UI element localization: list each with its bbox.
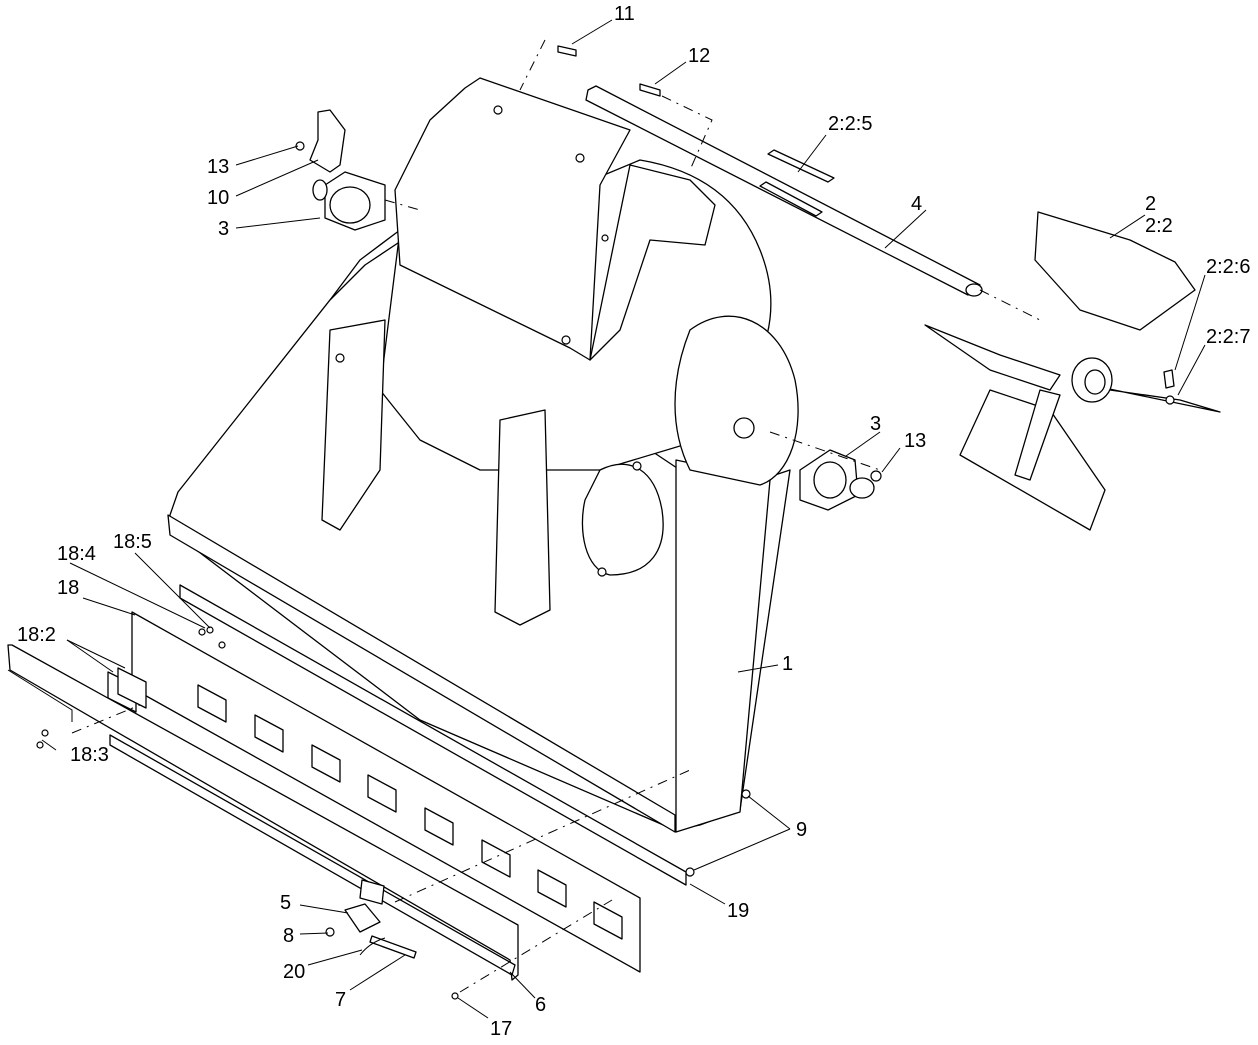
cover-bolt-2 (575, 153, 585, 163)
impeller-hub-arm (1014, 389, 1061, 481)
impeller-blade-left (924, 324, 1061, 391)
callout-4: 4 (911, 193, 922, 215)
pad-7 (537, 869, 567, 908)
hatch-bolt-top (632, 461, 642, 471)
callout-10: 10 (207, 187, 229, 209)
callout-3-left: 3 (218, 218, 229, 240)
leader-lines (41, 19, 1206, 1019)
callout-11: 11 (614, 3, 635, 25)
callout-1: 1 (782, 653, 793, 675)
top-cover-panel (394, 77, 631, 361)
right-bearing-group (769, 431, 882, 511)
callout-13-right: 13 (904, 430, 926, 452)
pad-5 (424, 807, 454, 846)
clip-20 (359, 937, 386, 956)
callout-2: 2 (1145, 193, 1156, 215)
side-bolt (335, 353, 345, 363)
callout-5: 5 (280, 892, 291, 914)
callout-19: 19 (727, 900, 749, 922)
callout-12: 12 (688, 45, 710, 67)
bearing-3-right-shaft (849, 477, 875, 499)
wear-strip-19 (179, 584, 751, 886)
shim-18-2b (117, 667, 147, 709)
housing-left-leg (321, 319, 386, 531)
pad-6 (481, 839, 511, 878)
rod-7 (369, 935, 417, 959)
pad-1 (197, 684, 227, 723)
housing (167, 159, 799, 833)
set-screw-2-2-6 (1163, 369, 1175, 389)
nut-13-right (870, 470, 882, 482)
nut-9-a (685, 867, 695, 877)
impeller-2 (924, 211, 1221, 531)
bolt-18-3-a (41, 729, 49, 737)
inspection-hatch (581, 463, 664, 576)
pad-3 (311, 744, 341, 783)
callout-18-2: 18:2 (17, 624, 56, 646)
bolt-17 (451, 992, 459, 1000)
drum-end-cap (674, 315, 799, 486)
callout-17: 17 (490, 1018, 512, 1040)
shaft-end (965, 283, 983, 297)
callout-labels: 11 12 2:2:5 13 10 3 4 2 2:2 2:2:6 2:2:7 … (17, 3, 1250, 1040)
callout-8: 8 (283, 925, 294, 947)
callout-2-2-5: 2:2:5 (828, 113, 872, 135)
pad-4 (367, 774, 397, 813)
top-cover-side (589, 164, 716, 361)
callout-13-left: 13 (207, 156, 229, 178)
callout-3-right: 3 (870, 413, 881, 435)
cover-bolt-3 (601, 234, 609, 242)
pin-8 (325, 927, 335, 937)
cover-bolt-4 (561, 335, 571, 345)
nut-18-5 (206, 626, 214, 634)
callout-2-2-7: 2:2:7 (1206, 326, 1250, 348)
hinge-5-upper (359, 879, 385, 905)
bolt-11 (557, 45, 577, 57)
nut-2-2-7 (1165, 395, 1175, 405)
callout-20: 20 (283, 961, 305, 983)
bearing-3-left-shaft (312, 179, 328, 201)
callout-18: 18 (57, 577, 79, 599)
top-bolts (519, 39, 713, 171)
bolt-18-3-b (36, 741, 44, 749)
housing-center-leg (494, 409, 551, 626)
impeller-blade-top (1034, 211, 1196, 331)
bolt-18-4 (198, 628, 206, 636)
pad-8 (593, 901, 623, 940)
nut-18-5b (218, 641, 226, 649)
callout-6: 6 (535, 994, 546, 1016)
callout-18-4: 18:4 (57, 543, 96, 565)
callout-2-2: 2:2 (1145, 215, 1173, 237)
bearing-3-left-bore (329, 186, 371, 224)
nut-13-left (295, 141, 305, 151)
shaft-assembly (585, 85, 1041, 321)
hinge-5 (344, 903, 381, 933)
cover-bolt-1 (493, 105, 503, 115)
top-cover (335, 77, 716, 363)
shaft-keyway (759, 181, 823, 217)
drum-end-hole (733, 417, 755, 439)
callout-18-3: 18:3 (70, 744, 109, 766)
strip-19 (179, 584, 687, 886)
bolt-12 (639, 83, 661, 97)
hatch-bolt-bottom (597, 567, 607, 577)
housing-bottom-lip (167, 514, 676, 833)
cutting-edge-18 (107, 611, 641, 973)
bracket-10 (309, 109, 346, 173)
impeller-hub-bore (1084, 369, 1106, 395)
callout-2-2-6: 2:2:6 (1206, 256, 1250, 278)
left-bearing-group (295, 109, 421, 231)
pad-2 (254, 714, 284, 753)
callout-18-5: 18:5 (113, 531, 152, 553)
hinge-group (36, 729, 459, 1000)
callout-9: 9 (796, 819, 807, 841)
callout-7: 7 (335, 989, 346, 1011)
bearing-3-right-bore (813, 461, 847, 499)
key-2-2-5 (767, 149, 835, 183)
